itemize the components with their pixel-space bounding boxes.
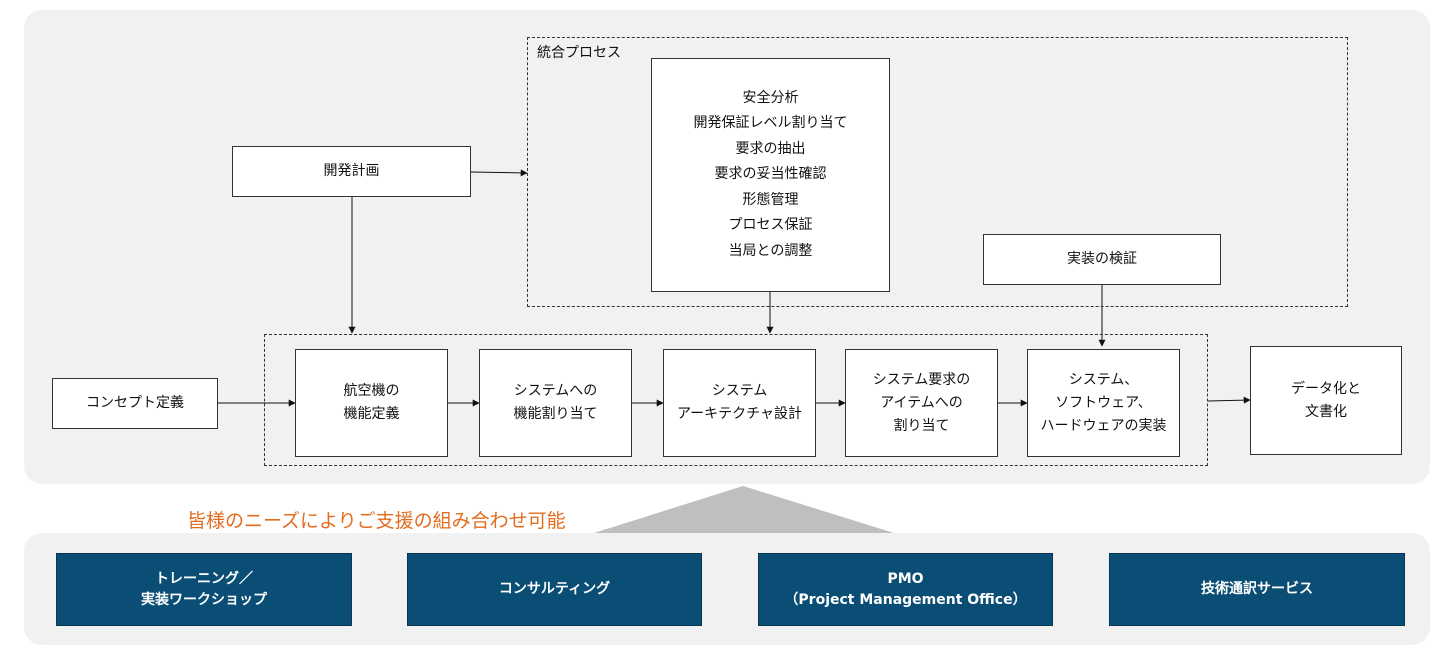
integrated-process-frame	[527, 37, 1348, 307]
service-consulting: コンサルティング	[407, 553, 702, 626]
integrated-process-title: 統合プロセス	[537, 45, 621, 61]
step-aircraft-function: 航空機の 機能定義	[295, 349, 448, 457]
pointer-triangle	[594, 486, 894, 533]
arrow-step5-to-documentation	[1207, 396, 1251, 404]
service-pmo: PMO （Project Management Office）	[758, 553, 1053, 626]
documentation-box: データ化と 文書化	[1250, 346, 1402, 455]
dev-plan-box: 開発計画	[232, 146, 471, 197]
development-steps-frame	[264, 334, 1208, 466]
arrow-plan-to-integrated	[470, 169, 528, 177]
service-interpretation: 技術通訳サービス	[1109, 553, 1405, 626]
integrated-process-items: 安全分析 開発保証レベル割り当て 要求の抽出 要求の妥当性確認 形態管理 プロセ…	[651, 58, 890, 292]
step-requirement-allocation: システム要求の アイテムへの 割り当て	[845, 349, 998, 457]
concept-definition-box: コンセプト定義	[52, 378, 218, 429]
step-function-allocation: システムへの 機能割り当て	[479, 349, 632, 457]
step-implementation: システム、 ソフトウェア、 ハードウェアの実装	[1027, 349, 1180, 457]
headline: 皆様のニーズによりご支援の組み合わせ可能	[187, 510, 566, 532]
service-training: トレーニング／ 実装ワークショップ	[56, 553, 352, 626]
impl-verification-box: 実装の検証	[983, 234, 1221, 285]
step-architecture-design: システム アーキテクチャ設計	[663, 349, 816, 457]
